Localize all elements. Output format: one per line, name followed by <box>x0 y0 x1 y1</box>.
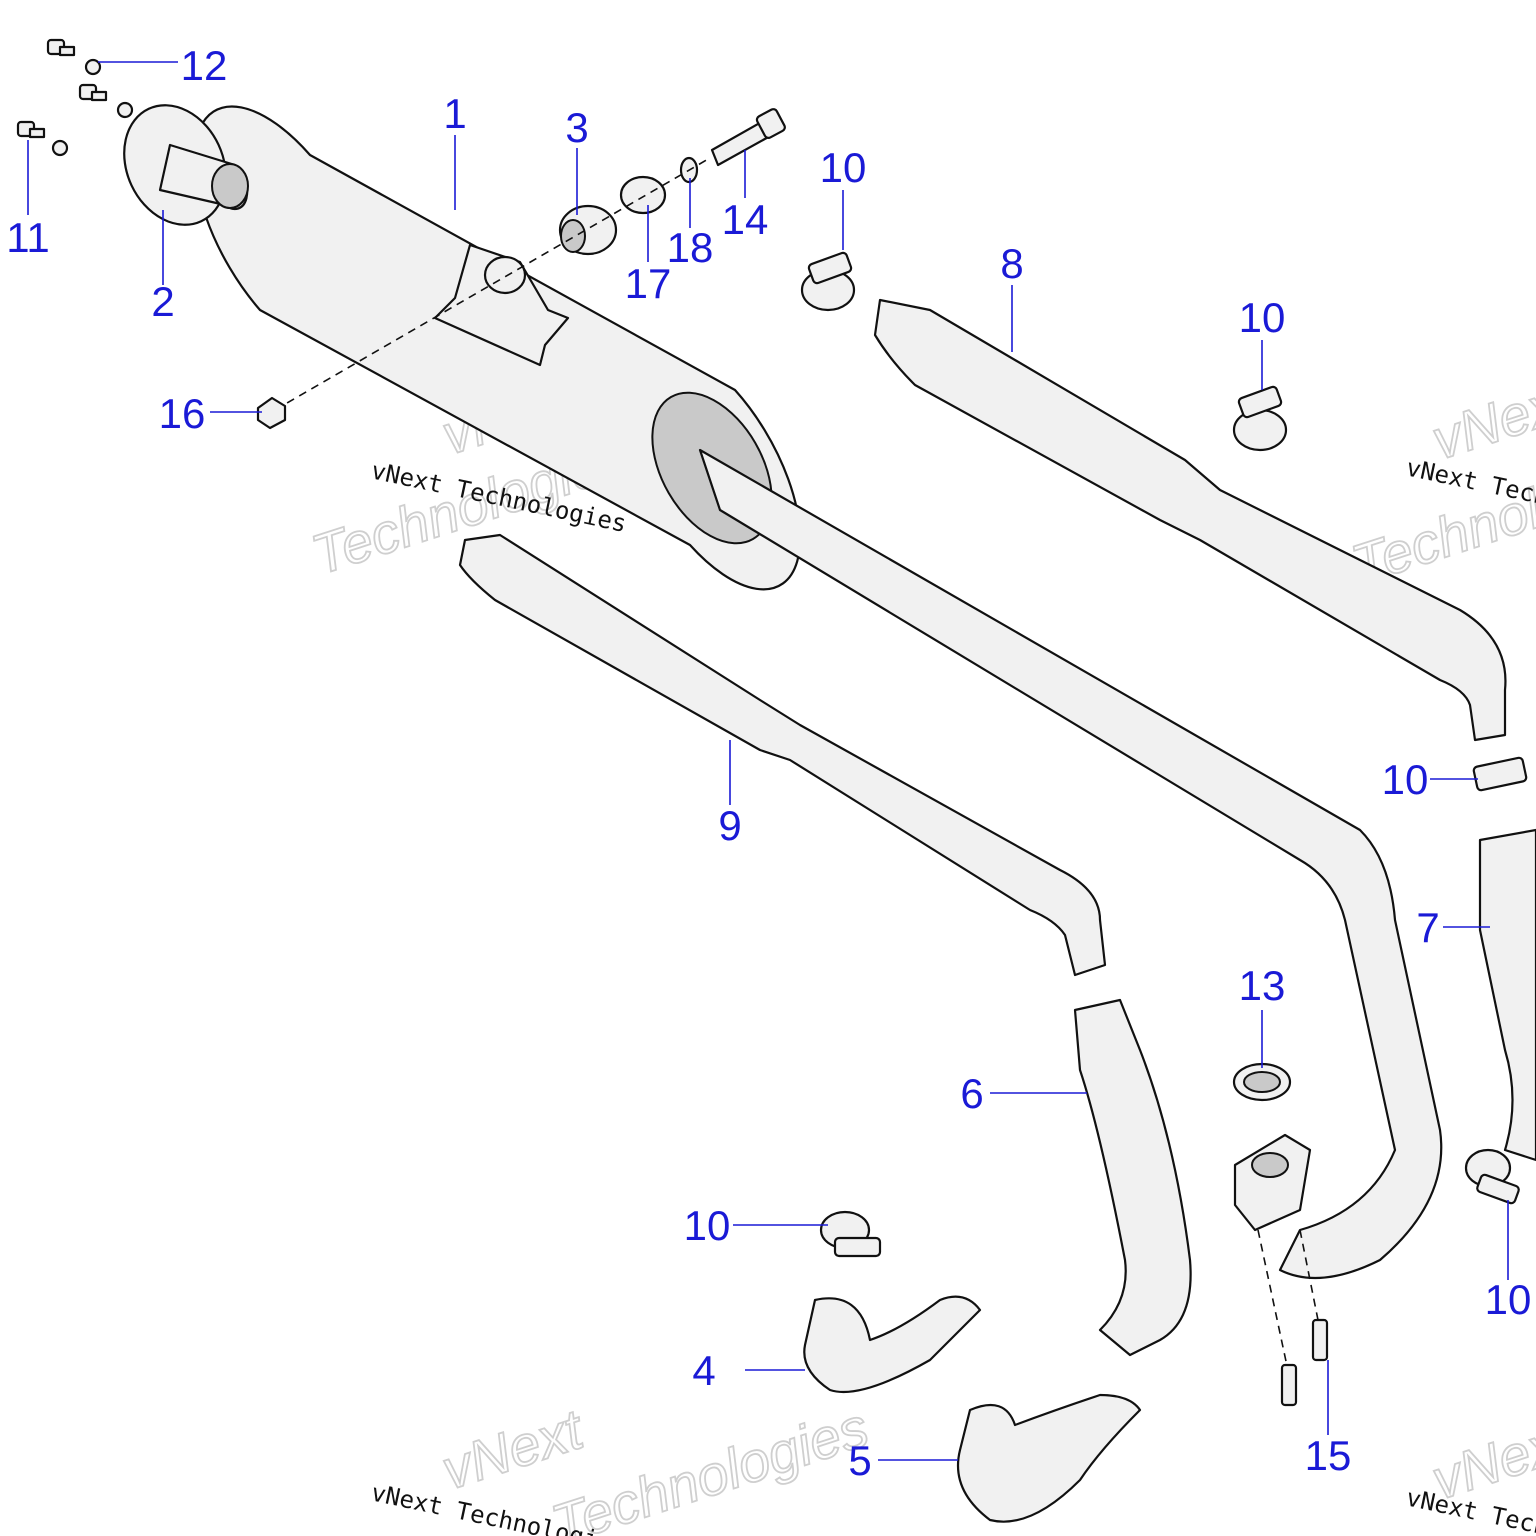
callout-6: 6 <box>960 1070 983 1117</box>
callout-10c: 10 <box>1382 756 1429 803</box>
callout-labels: 1 2 3 4 5 6 7 8 9 10 10 10 10 10 11 12 1… <box>6 42 1531 1484</box>
heat-shield-4 <box>803 1295 982 1394</box>
callout-10d: 10 <box>684 1202 731 1249</box>
callout-17: 17 <box>625 260 672 307</box>
heat-shield-8 <box>873 298 1507 742</box>
callout-10a: 10 <box>820 144 867 191</box>
nut-16 <box>256 396 287 430</box>
clamp-10b <box>1232 385 1288 452</box>
callout-14: 14 <box>722 196 769 243</box>
callout-4: 4 <box>692 1347 715 1394</box>
callout-12: 12 <box>181 42 228 89</box>
callout-18: 18 <box>667 224 714 271</box>
callout-16: 16 <box>159 390 206 437</box>
clamp-10d <box>819 1210 882 1258</box>
clamp-10c <box>1472 756 1528 792</box>
callout-8: 8 <box>1000 240 1023 287</box>
callout-15: 15 <box>1305 1432 1352 1479</box>
heat-shield-7 <box>1478 828 1536 1162</box>
callout-10e: 10 <box>1485 1276 1532 1323</box>
callout-7: 7 <box>1416 904 1439 951</box>
gasket-13 <box>1232 1062 1292 1102</box>
watermark-outline-3b: Technologies <box>544 1395 875 1536</box>
fasteners-11-12 <box>16 38 134 157</box>
heat-shield-9 <box>458 533 1107 977</box>
callout-5: 5 <box>848 1437 871 1484</box>
leader-lines <box>27 61 1509 1461</box>
grommet <box>558 204 618 256</box>
watermark-outline-3a: vNext <box>434 1397 592 1502</box>
heat-shield-5 <box>956 1393 1142 1523</box>
callout-1: 1 <box>443 90 466 137</box>
callout-10b: 10 <box>1239 294 1286 341</box>
clamp-10e <box>1464 1148 1520 1205</box>
callout-9: 9 <box>718 802 741 849</box>
heat-shield-6 <box>1073 998 1192 1357</box>
washer-17 <box>619 175 667 215</box>
callout-13: 13 <box>1239 962 1286 1009</box>
callout-2: 2 <box>151 278 174 325</box>
spark-arrestor <box>123 104 249 226</box>
watermark-outline-2a: vNext <box>1424 367 1536 472</box>
bolt-14 <box>710 108 786 167</box>
muffler-body <box>193 105 1443 1280</box>
callout-11: 11 <box>6 214 50 261</box>
callout-3: 3 <box>565 104 588 151</box>
bolts-15 <box>1257 1229 1329 1407</box>
clamp-10a <box>800 251 856 312</box>
